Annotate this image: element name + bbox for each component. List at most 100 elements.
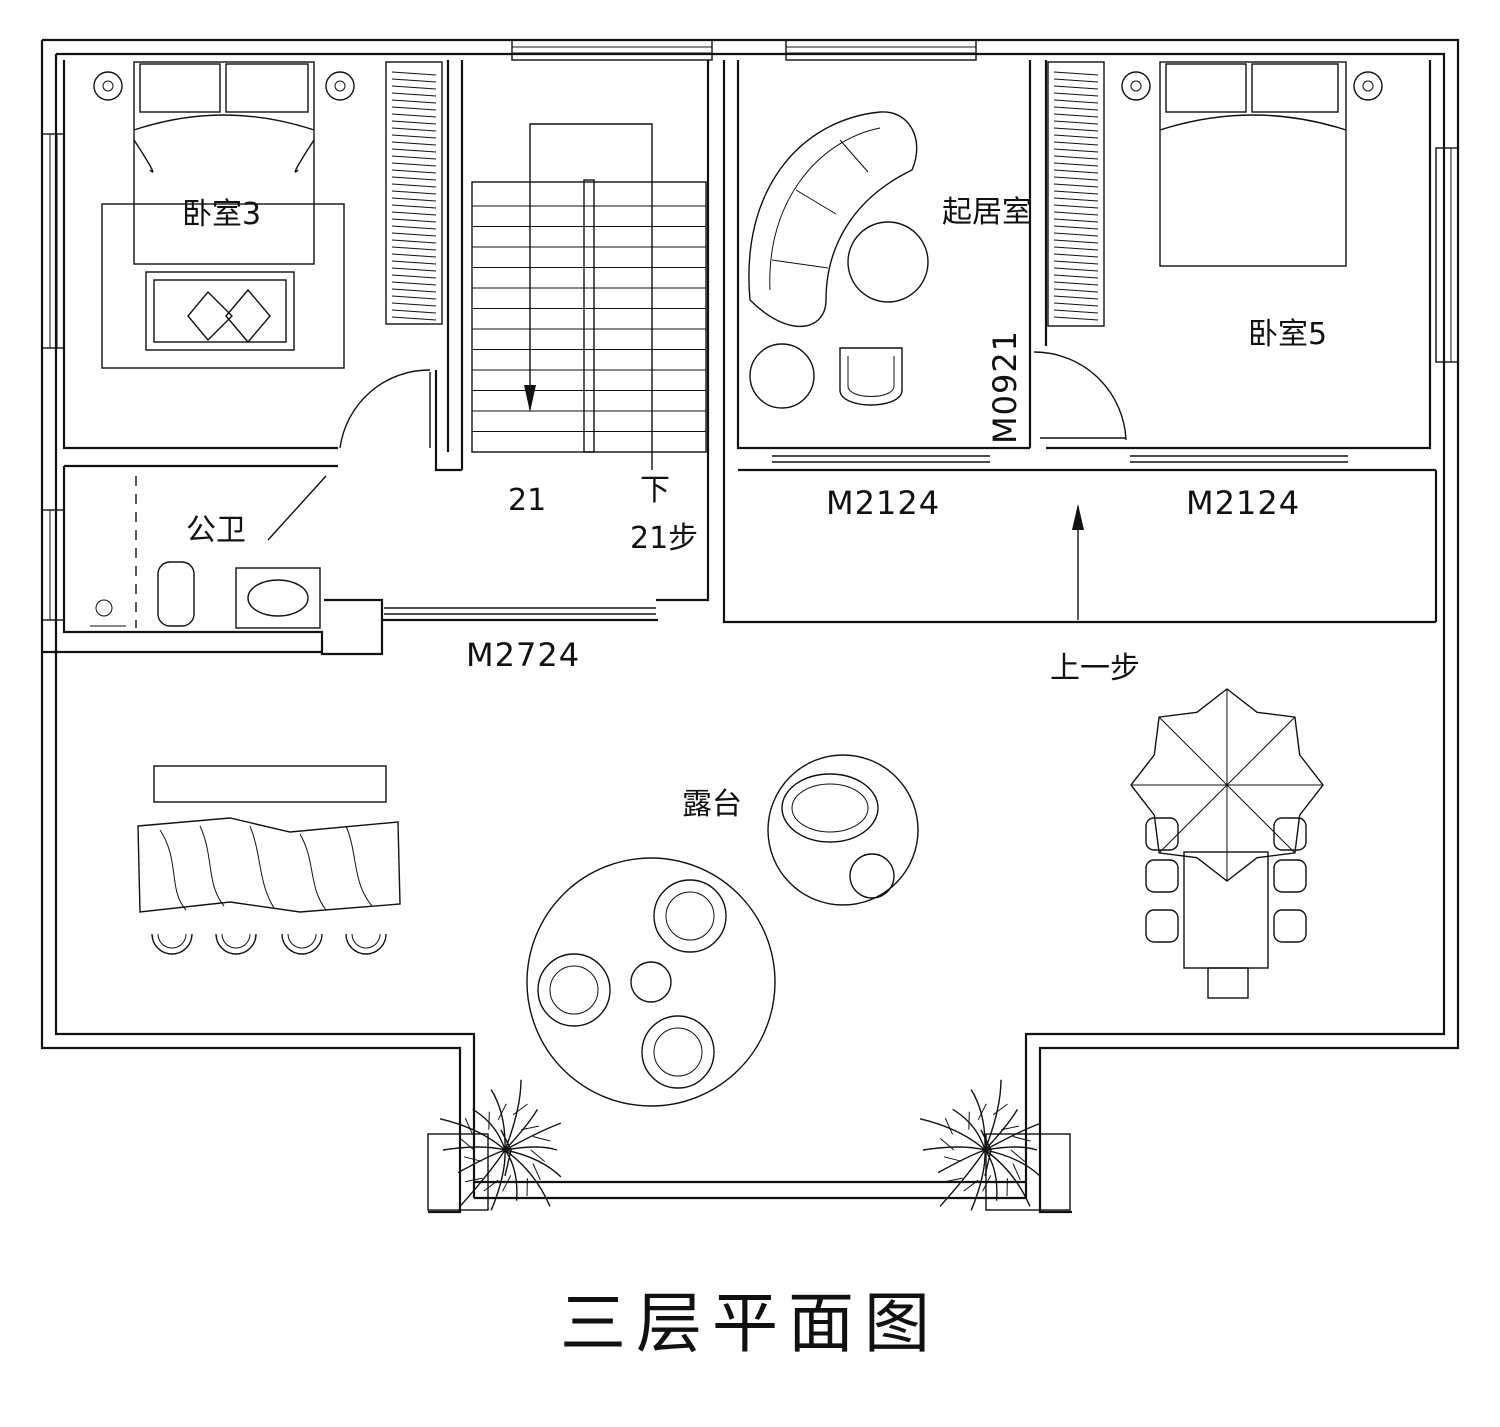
wardrobe-slat [391,218,437,223]
tree-branch [984,1149,1042,1178]
wardrobe-slat [1053,295,1099,300]
tree-twig [464,1117,474,1135]
wardrobe-slat [391,127,437,132]
tree-twig [1012,1163,1021,1181]
stair-count-label: 21 [508,483,546,518]
tree-branch [970,1089,986,1151]
wardrobe-slat [1053,204,1099,209]
wardrobe-slat [1053,218,1099,223]
tree-twig [532,1136,551,1142]
bedroom5-furniture [1047,61,1383,327]
windows [41,39,1459,621]
tree-branch [984,1149,1031,1207]
tree-branch [457,1149,506,1174]
tree-branch [504,1146,558,1151]
wardrobe-slat [1053,169,1099,174]
wardrobe-slat [1053,92,1099,97]
umbrella-rib [1226,716,1296,786]
dining-chair [1145,859,1179,893]
wardrobe-slat [1053,141,1099,146]
dining-chair [1273,859,1307,893]
wardrobe-slat [391,232,437,237]
door-code-m0921: M0921 [986,330,1024,444]
wardrobe-slat [1053,288,1099,293]
wardrobe-slat [391,309,437,314]
bar-stool [151,933,193,955]
bar-stool-inner [351,933,381,949]
bedroom3-furniture [93,61,443,369]
wardrobe-slat [1053,99,1099,104]
wardrobe-slat [391,113,437,118]
wardrobe-slat [391,85,437,90]
wardrobe-slat [391,120,437,125]
wardrobe-slat [391,239,437,244]
tree-branch [937,1149,986,1174]
tree-branch [984,1108,1019,1151]
umbrella-rib [1158,784,1228,854]
wardrobe-slat [1053,176,1099,181]
wardrobe-slat [391,204,437,209]
wardrobe-slat [391,169,437,174]
wardrobe-slat [391,71,437,76]
tree-twig [459,1138,475,1151]
tree-branch [984,1122,1042,1151]
tree-branch [439,1118,506,1151]
tree-twig [943,1156,962,1162]
wardrobe-slat [1053,309,1099,314]
tree-twig [1010,1149,1026,1162]
wardrobe-slat [391,281,437,286]
terrace-step-label: 上一步 [1050,651,1140,686]
umbrella-rib [1226,784,1296,854]
dining-chair [1273,909,1307,943]
bar-stool-inner [287,933,317,949]
wardrobe-slat [391,253,437,258]
wardrobe-slat [1053,190,1099,195]
tree-twig [939,1138,955,1151]
tree-twig [992,1103,1008,1116]
tree-branch [459,1149,506,1207]
trees [427,1079,1071,1211]
plan-title: 三层平面图 [560,1285,940,1362]
bar-stool [345,933,387,955]
tree-twig [968,1111,970,1130]
wardrobe-slat [391,183,437,188]
wardrobe-slat [391,176,437,181]
tree-twig [1001,1125,1019,1131]
tree-branch [490,1149,506,1211]
door-code-hall-front: M2724 [466,636,580,674]
wardrobe-slat [1053,225,1099,230]
stair-steps-label: 21步 [630,521,698,556]
tree-twig [944,1117,954,1135]
wardrobe-slat [1053,281,1099,286]
room-label-living: 起居室 [942,195,1032,230]
tree-twig [521,1125,539,1131]
tree-twig [944,1177,963,1183]
tree-branch [504,1149,518,1201]
wardrobe-left [391,71,437,321]
wardrobe-slat [1053,113,1099,118]
wardrobe-slat [391,148,437,153]
wardrobe-slat [1053,78,1099,83]
wardrobe-slat [1053,253,1099,258]
wardrobe-slat [1053,148,1099,153]
wardrobe-slat [1053,267,1099,272]
tree-branch [984,1146,1038,1151]
wardrobe-slat [391,260,437,265]
tree-branch [490,1089,506,1151]
tree-twig [530,1149,546,1162]
wardrobe-slat [391,106,437,111]
wardrobe-slat [1053,183,1099,188]
wardrobe-slat [391,316,437,321]
bar-stool-inner [157,933,187,949]
tree-twig [488,1111,490,1130]
tree-twig [463,1156,482,1162]
wardrobe-right [1053,71,1099,321]
tree-branch [442,1146,506,1151]
wardrobe-slat [1053,71,1099,76]
living-furniture [748,111,929,409]
tree-branch [922,1146,986,1151]
dining-chair [1273,817,1307,851]
interior-walls [42,60,1438,656]
tree-branch [504,1149,551,1207]
dining-chair [1145,817,1179,851]
